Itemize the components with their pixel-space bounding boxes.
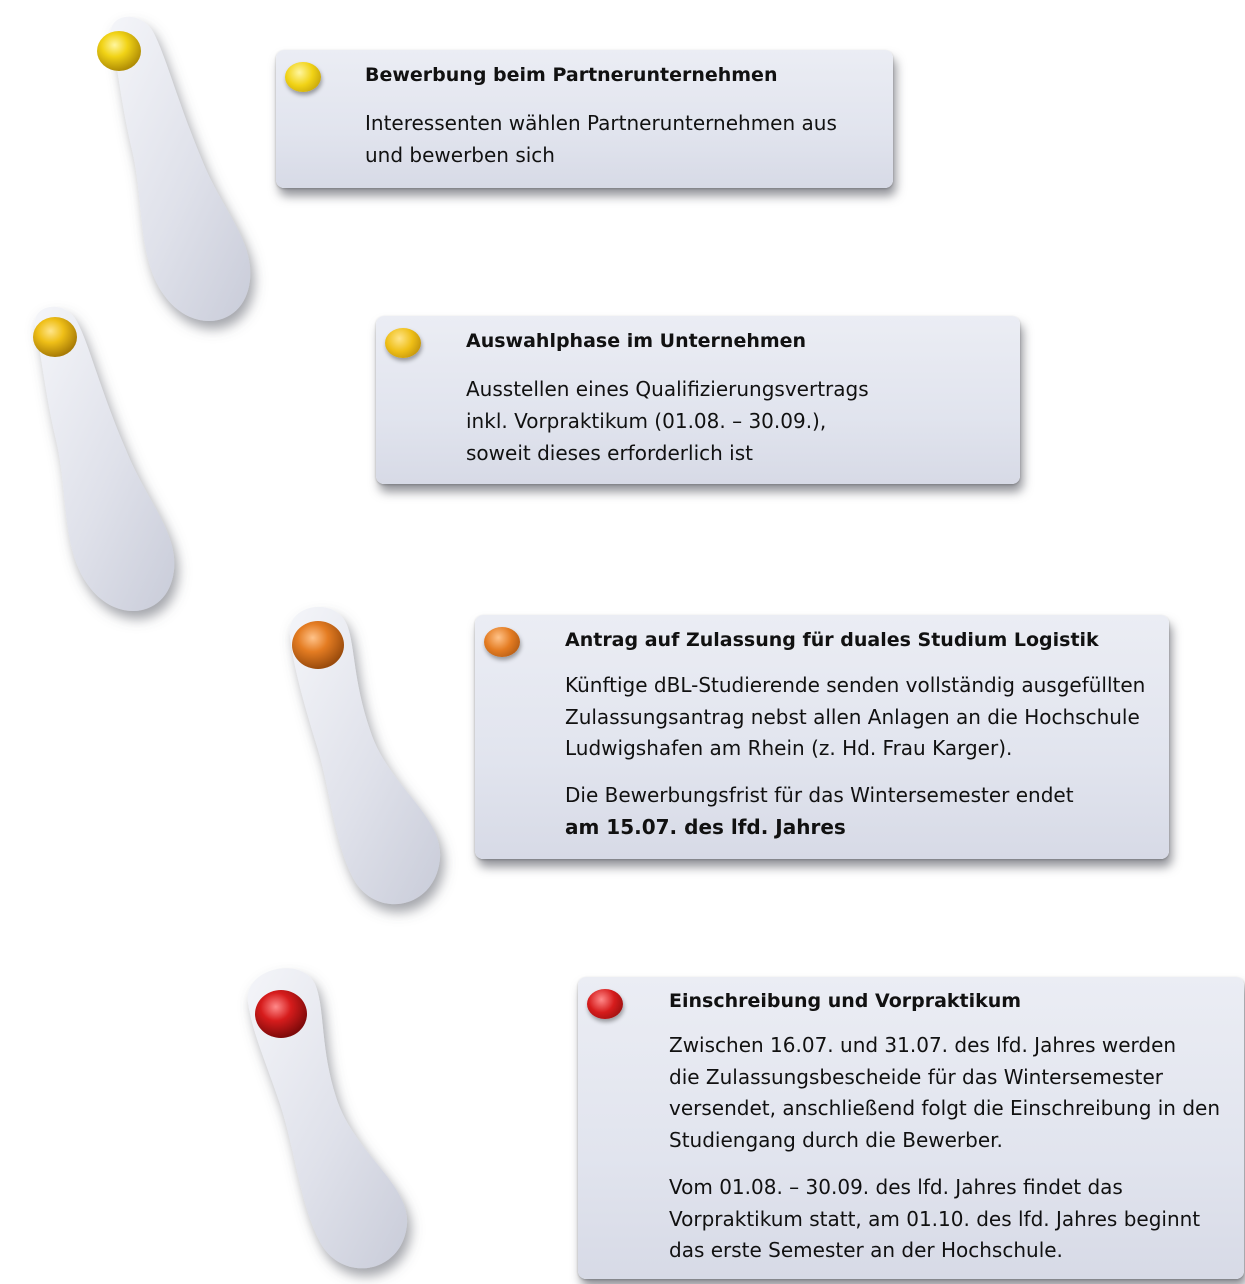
step-4-internship: Vom 01.08. – 30.09. des lfd. Jahres find… <box>669 1172 1200 1267</box>
footprint-4-dot-icon <box>255 990 307 1038</box>
step-box-3: Antrag auf Zulassung für duales Studium … <box>475 615 1169 859</box>
step-3-bullet-icon <box>484 627 520 657</box>
step-3-line: Zulassungsantrag nebst allen Anlagen an … <box>565 704 1140 729</box>
step-1-line: und bewerben sich <box>365 142 555 167</box>
footprint-2-dot-icon <box>33 317 77 357</box>
step-1-description: Interessenten wählen Partnerunternehmen … <box>365 108 837 171</box>
footprint-1 <box>97 16 251 322</box>
footprint-3 <box>289 606 441 905</box>
footprint-1-dot-icon <box>97 31 141 71</box>
step-4-bullet-icon <box>587 989 623 1019</box>
step-4-line: Zwischen 16.07. und 31.07. des lfd. Jahr… <box>669 1033 1177 1057</box>
step-box-1: Bewerbung beim Partnerunternehmen Intere… <box>276 50 893 188</box>
step-1-bullet-icon <box>285 62 321 92</box>
step-3-line: Ludwigshafen am Rhein (z. Hd. Frau Karge… <box>565 736 1013 760</box>
step-4-description: Zwischen 16.07. und 31.07. des lfd. Jahr… <box>669 1030 1220 1156</box>
step-2-title: Auswahlphase im Unternehmen <box>466 330 807 352</box>
step-box-4: Einschreibung und Vorpraktikum Zwischen … <box>578 977 1244 1279</box>
step-3-line: Künftige dBL-Studierende senden vollstän… <box>565 673 1146 697</box>
step-2-line: inkl. Vorpraktikum (01.08. – 30.09.), <box>466 409 827 433</box>
step-2-bullet-icon <box>385 328 421 358</box>
step-4-line: Studiengang durch die Bewerber. <box>669 1127 1003 1152</box>
step-2-description: Ausstellen eines Qualifizierungsvertrags… <box>466 373 869 469</box>
step-3-deadline-text: Die Bewerbungsfrist für das Wintersemest… <box>565 783 1074 807</box>
step-4-title: Einschreibung und Vorpraktikum <box>669 990 1022 1012</box>
step-3-title: Antrag auf Zulassung für duales Studium … <box>565 629 1099 651</box>
step-2-line: Ausstellen eines Qualifizierungsvertrags <box>466 377 869 401</box>
step-4-line: versendet, anschließend folgt die Einsch… <box>669 1096 1221 1120</box>
step-4-line: Vorpraktikum statt, am 01.10. des lfd. J… <box>669 1206 1201 1231</box>
footprint-3-dot-icon <box>292 621 344 669</box>
step-2-line: soweit dieses erforderlich ist <box>466 441 753 465</box>
step-3-deadline: Die Bewerbungsfrist für das Wintersemest… <box>565 780 1074 843</box>
step-3-description: Künftige dBL-Studierende senden vollstän… <box>565 670 1145 765</box>
step-4-line: Vom 01.08. – 30.09. des lfd. Jahres find… <box>669 1175 1123 1199</box>
step-4-line: das erste Semester an der Hochschule. <box>669 1238 1063 1262</box>
step-1-title: Bewerbung beim Partnerunternehmen <box>365 64 778 86</box>
step-1-line: Interessenten wählen Partnerunternehmen … <box>365 111 837 135</box>
footprint-4 <box>247 968 408 1269</box>
step-3-deadline-date: am 15.07. des lfd. Jahres <box>565 814 846 839</box>
footprint-2 <box>33 306 175 612</box>
step-4-line: die Zulassungsbescheide für das Winterse… <box>669 1064 1163 1089</box>
step-box-2: Auswahlphase im Unternehmen Ausstellen e… <box>376 316 1020 484</box>
